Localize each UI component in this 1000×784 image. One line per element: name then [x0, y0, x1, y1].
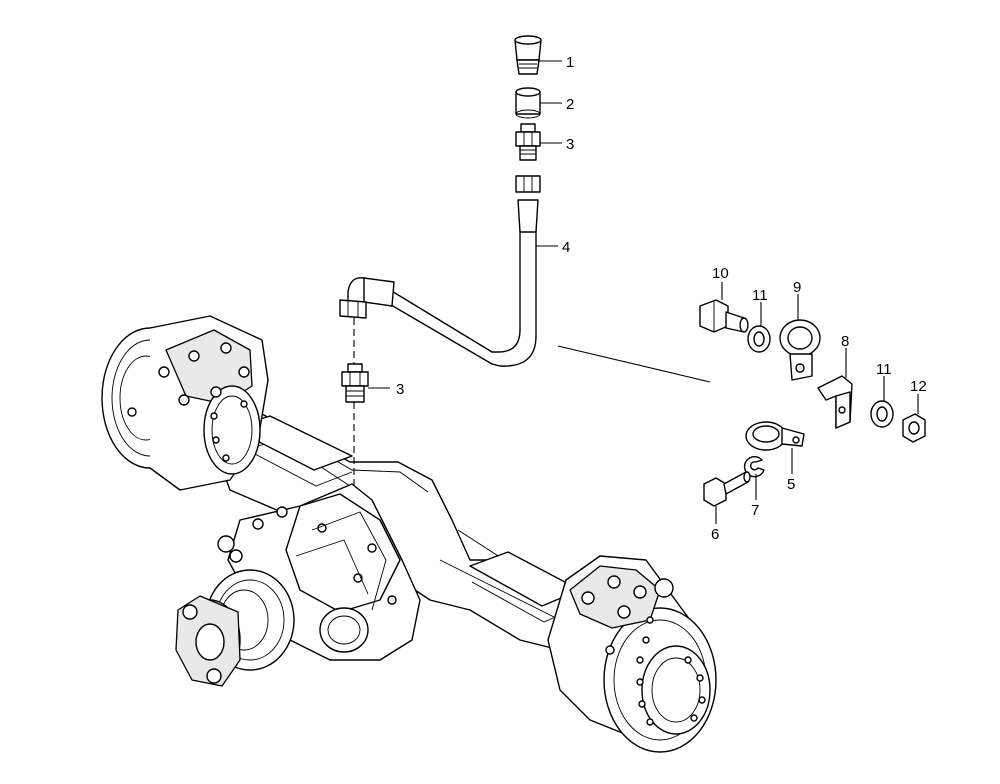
clip-hardware	[699, 299, 926, 507]
callout-labels: 1 2 3 4 3 10 11 9 8 11 12 5 7 6	[396, 54, 927, 543]
callout-10: 10	[712, 265, 729, 282]
part-11-washer-left	[747, 325, 771, 353]
callout-11-right: 11	[876, 361, 892, 378]
part-1-vent-cap	[514, 35, 542, 75]
part-4-pipe	[339, 175, 541, 367]
part-5-clip	[745, 421, 805, 451]
callout-6: 6	[711, 526, 719, 543]
differential-housing	[175, 483, 421, 687]
axle-assembly	[101, 315, 717, 753]
part-2-sleeve	[515, 87, 541, 119]
part-9-clip	[779, 319, 821, 381]
callout-2: 2	[566, 96, 574, 113]
callout-1: 1	[566, 54, 574, 71]
part-12-nut	[902, 413, 926, 443]
reference-line-clips	[557, 345, 711, 383]
callout-5: 5	[787, 476, 795, 493]
part-6-bolt	[703, 471, 751, 507]
part-8-bracket	[817, 375, 853, 429]
callout-7: 7	[751, 502, 759, 519]
part-10-bolt	[699, 299, 749, 333]
left-wheel-hub	[101, 315, 269, 491]
pipe-assembly	[339, 35, 711, 490]
callout-8: 8	[841, 333, 849, 350]
callout-leaders	[368, 60, 919, 524]
right-wheel-hub	[547, 555, 717, 753]
callout-9: 9	[793, 279, 801, 296]
part-3-fitting-top	[515, 123, 541, 161]
callout-3-lower: 3	[396, 381, 404, 398]
callout-4: 4	[562, 239, 570, 256]
part-11-washer-right	[870, 400, 894, 428]
part-3-fitting-lower	[341, 363, 369, 403]
callout-12: 12	[910, 378, 927, 395]
callout-11-left: 11	[752, 287, 768, 304]
part-7-lock-washer	[743, 456, 765, 478]
callout-3-top: 3	[566, 136, 574, 153]
